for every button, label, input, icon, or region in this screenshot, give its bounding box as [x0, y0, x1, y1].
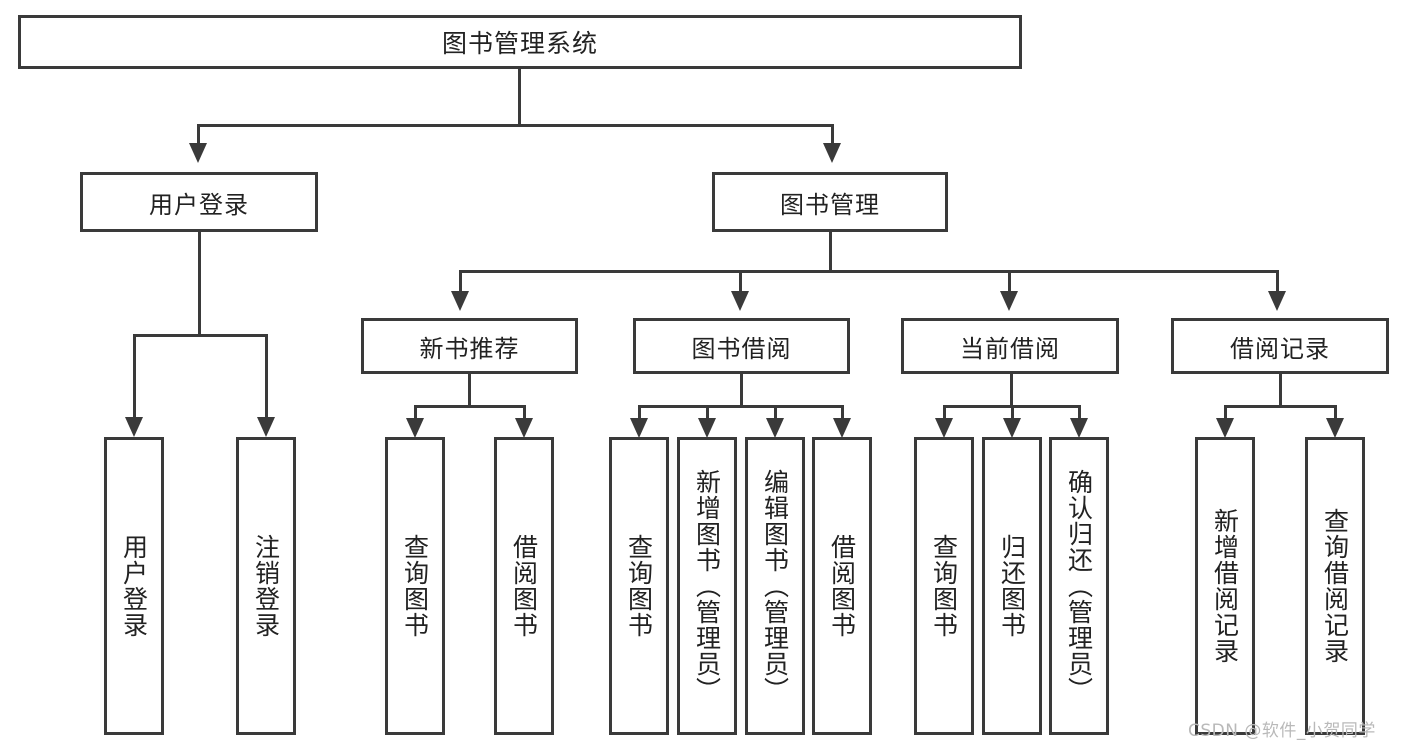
arrowhead-bb-to-leaf-3	[766, 418, 784, 438]
edge-bb-stem	[740, 374, 743, 405]
node-label: 查询图书	[624, 534, 654, 638]
node-label: 当前借阅	[960, 334, 1060, 363]
leaf-current-borrow-1[interactable]: 查询图书	[914, 437, 974, 735]
arrowhead-br-to-leaf-1	[1216, 418, 1234, 438]
arrowhead-bm-to-borrow-records	[1268, 291, 1286, 311]
leaf-borrow-records-2[interactable]: 查询借阅记录	[1305, 437, 1365, 735]
leaf-current-borrow-3[interactable]: 确认归还（管理员）	[1049, 437, 1109, 735]
edge-cb-to-leaf-1	[943, 405, 946, 419]
arrowhead-bm-to-book-borrow	[731, 291, 749, 311]
edge-bm-to-borrow-records	[1276, 270, 1279, 292]
arrowhead-nbr-to-leaf-2	[515, 418, 533, 438]
node-label: 借阅记录	[1230, 334, 1330, 363]
edge-book-management-stem	[829, 232, 832, 270]
edge-bb-to-leaf-1	[638, 405, 641, 419]
edge-br-to-leaf-2	[1334, 405, 1337, 419]
leaf-user-login-2[interactable]: 注销登录	[236, 437, 296, 735]
edge-user-login-to-leaf-2	[265, 334, 268, 418]
node-label: 图书借阅	[691, 334, 792, 363]
arrowhead-bm-to-current-borrow	[1000, 291, 1018, 311]
node-label: 用户登录	[149, 190, 249, 219]
edge-root-stem	[518, 69, 521, 124]
arrowhead-root-to-book-management	[823, 143, 841, 163]
edge-bb-bar	[638, 405, 844, 408]
node-label: 借阅图书	[509, 534, 539, 638]
edge-user-login-to-leaf-1	[133, 334, 136, 418]
edge-root-bar	[197, 124, 834, 127]
arrowhead-bb-to-leaf-4	[833, 418, 851, 438]
edge-bm-to-book-borrow	[739, 270, 742, 292]
edge-root-to-user-login	[197, 124, 200, 144]
node-borrow-records[interactable]: 借阅记录	[1171, 318, 1389, 374]
node-user-login[interactable]: 用户登录	[80, 172, 318, 232]
leaf-new-book-recommend-2[interactable]: 借阅图书	[494, 437, 554, 735]
edge-cb-to-leaf-2	[1011, 405, 1014, 419]
edge-nbr-stem	[468, 374, 471, 405]
edge-root-to-book-management	[831, 124, 834, 144]
leaf-user-login-1[interactable]: 用户登录	[104, 437, 164, 735]
node-label: 归还图书	[997, 534, 1027, 638]
node-root-book-management-system[interactable]: 图书管理系统	[18, 15, 1022, 69]
node-label: 查询借阅记录	[1320, 508, 1350, 664]
arrowhead-br-to-leaf-2	[1326, 418, 1344, 438]
edge-bb-to-leaf-2	[706, 405, 709, 419]
leaf-book-borrow-4[interactable]: 借阅图书	[812, 437, 872, 735]
edge-br-to-leaf-1	[1224, 405, 1227, 419]
edge-bb-to-leaf-4	[841, 405, 844, 419]
node-book-management[interactable]: 图书管理	[712, 172, 948, 232]
node-label: 编辑图书（管理员）	[760, 469, 790, 703]
edge-book-management-bar	[459, 270, 1279, 273]
arrowhead-root-to-user-login	[189, 143, 207, 163]
node-label: 查询图书	[929, 534, 959, 638]
arrowhead-bm-to-new-book-recommend	[451, 291, 469, 311]
leaf-borrow-records-1[interactable]: 新增借阅记录	[1195, 437, 1255, 735]
arrowhead-user-login-to-leaf-1	[125, 417, 143, 437]
edge-nbr-bar	[414, 405, 526, 408]
edge-cb-stem	[1010, 374, 1013, 405]
csdn-watermark: CSDN @软件_小贺同学	[1188, 721, 1376, 741]
edge-bm-to-current-borrow	[1008, 270, 1011, 292]
leaf-book-borrow-1[interactable]: 查询图书	[609, 437, 669, 735]
arrowhead-cb-to-leaf-1	[935, 418, 953, 438]
node-label: 确认归还（管理员）	[1064, 469, 1094, 703]
edge-cb-to-leaf-3	[1078, 405, 1081, 419]
leaf-new-book-recommend-1[interactable]: 查询图书	[385, 437, 445, 735]
edge-bb-to-leaf-3	[774, 405, 777, 419]
node-current-borrow[interactable]: 当前借阅	[901, 318, 1119, 374]
node-book-borrow[interactable]: 图书借阅	[633, 318, 850, 374]
node-new-book-recommend[interactable]: 新书推荐	[361, 318, 578, 374]
edge-user-login-bar	[133, 334, 268, 337]
node-label: 新书推荐	[419, 334, 520, 363]
edge-br-bar	[1224, 405, 1337, 408]
node-label: 查询图书	[400, 534, 430, 638]
edge-bm-to-new-book-recommend	[459, 270, 462, 292]
leaf-book-borrow-2[interactable]: 新增图书（管理员）	[677, 437, 737, 735]
node-label: 图书管理	[780, 190, 880, 219]
arrowhead-cb-to-leaf-2	[1003, 418, 1021, 438]
arrowhead-bb-to-leaf-2	[698, 418, 716, 438]
node-label: 借阅图书	[827, 534, 857, 638]
arrowhead-nbr-to-leaf-1	[406, 418, 424, 438]
edge-nbr-to-leaf-1	[414, 405, 417, 419]
leaf-current-borrow-2[interactable]: 归还图书	[982, 437, 1042, 735]
node-label: 注销登录	[251, 534, 281, 638]
arrowhead-user-login-to-leaf-2	[257, 417, 275, 437]
node-label: 用户登录	[119, 534, 149, 638]
arrowhead-cb-to-leaf-3	[1070, 418, 1088, 438]
node-label: 新增图书（管理员）	[692, 469, 722, 703]
edge-user-login-stem	[198, 232, 201, 334]
node-label: 新增借阅记录	[1210, 508, 1240, 664]
arrowhead-bb-to-leaf-1	[630, 418, 648, 438]
edge-nbr-to-leaf-2	[523, 405, 526, 419]
leaf-book-borrow-3[interactable]: 编辑图书（管理员）	[745, 437, 805, 735]
edge-br-stem	[1279, 374, 1282, 405]
node-label: 图书管理系统	[441, 29, 598, 58]
